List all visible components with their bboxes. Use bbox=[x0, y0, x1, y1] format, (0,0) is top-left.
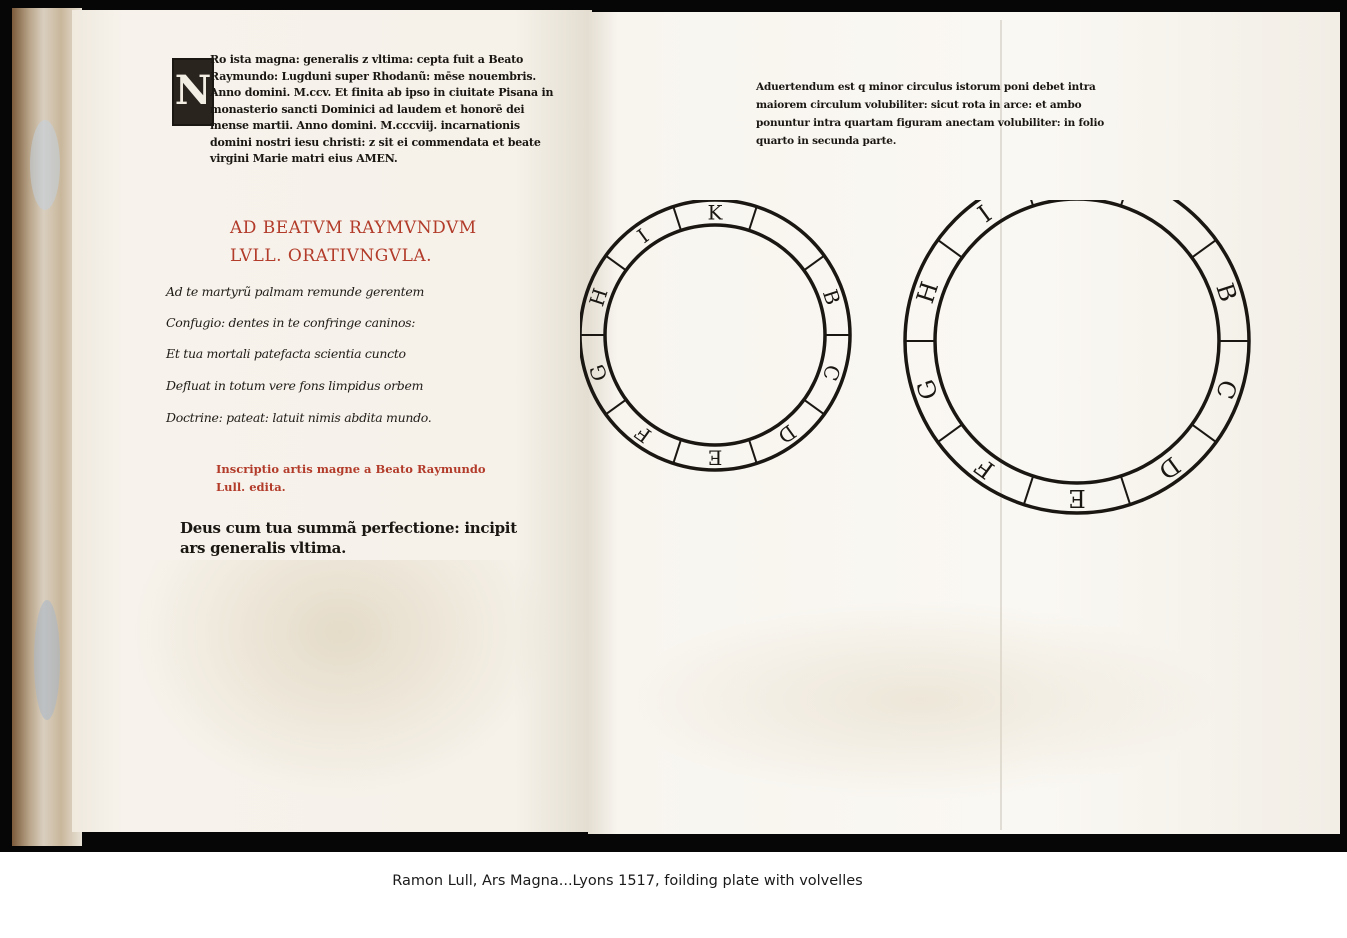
small-volvelle-divider bbox=[748, 206, 758, 231]
verse-line: Doctrine: pateat: latuit nimis abdita mu… bbox=[166, 410, 432, 425]
large-volvelle-divider bbox=[1030, 200, 1035, 207]
small-volvelle-letter: I bbox=[633, 224, 654, 248]
large-volvelle-divider bbox=[937, 423, 963, 443]
verse-line: Confugio: dentes in te confringe caninos… bbox=[166, 315, 416, 330]
large-volvelle-letter: C bbox=[1210, 376, 1242, 402]
small-volvelle-outer-circle bbox=[580, 200, 852, 472]
plate-fold-line bbox=[1000, 20, 1002, 830]
small-volvelle-divider bbox=[672, 439, 682, 464]
oration-title-line: LVLL. ORATIVNGVLA. bbox=[230, 246, 433, 266]
small-volvelle-letter: K bbox=[708, 201, 724, 225]
large-volvelle-divider bbox=[1191, 239, 1217, 259]
plate-instruction-note: Aduertendum est q minor circulus istorum… bbox=[756, 81, 1105, 147]
drop-cap-initial: N bbox=[172, 58, 214, 126]
large-volvelle-letter: B bbox=[1210, 280, 1242, 305]
incipit-rubric: Inscriptio artis magne a Beato Raymundo … bbox=[216, 462, 486, 494]
small-volvelle-inner-circle bbox=[603, 223, 827, 447]
small-volvelle-letter: H bbox=[584, 285, 612, 309]
large-volvelle-inner-circle bbox=[933, 200, 1221, 485]
small-volvelle-divider bbox=[605, 254, 627, 272]
small-volvelle-divider bbox=[803, 254, 825, 272]
verse-line: Defluat in totum vere fons limpidus orbe… bbox=[166, 378, 424, 393]
water-stain bbox=[620, 600, 1220, 800]
image-caption: Ramon Lull, Ars Magna...Lyons 1517, foil… bbox=[392, 873, 863, 889]
small-volvelle-divider bbox=[605, 398, 627, 416]
large-volvelle-divider bbox=[1191, 423, 1217, 443]
verse-line: Et tua mortali patefacta scientia cuncto bbox=[166, 346, 406, 361]
cover-stain bbox=[34, 600, 60, 720]
verse-line: Ad te martyrũ palmam remunde gerentem bbox=[166, 284, 425, 299]
large-volvelle-divider bbox=[1119, 475, 1132, 505]
oration-title: AD BEATVM RAYMVNDVM LVLL. ORATIVNGVLA. bbox=[230, 214, 530, 270]
small-volvelle-letter: C bbox=[818, 362, 846, 384]
large-volvelle-letter: I bbox=[973, 200, 997, 228]
large-volvelle-divider bbox=[1022, 475, 1035, 505]
large-volvelle-outer-circle bbox=[903, 200, 1251, 515]
large-volvelle-letter: G bbox=[911, 376, 944, 403]
small-volvelle-divider bbox=[748, 439, 758, 464]
small-volvelle-letter: G bbox=[585, 362, 613, 385]
small-volvelle-letter: E bbox=[708, 446, 723, 470]
water-stain bbox=[130, 560, 550, 800]
oration-title-line: AD BEATVM RAYMVNDVM bbox=[230, 218, 477, 238]
small-volvelle-letter: B bbox=[818, 286, 845, 307]
large-volvelle-divider bbox=[1119, 200, 1124, 207]
small-volvelle-divider bbox=[803, 398, 825, 416]
large-volvelle-divider bbox=[937, 239, 963, 259]
large-volvelle-letter: E bbox=[1068, 484, 1086, 512]
incipit-text: Deus cum tua summã perfectione: incipit … bbox=[180, 519, 517, 557]
small-volvelle-divider bbox=[672, 206, 682, 231]
colophon-text: Ro ista magna: generalis z vltima: cepta… bbox=[210, 53, 554, 165]
cover-stain bbox=[30, 120, 60, 210]
book-photograph: N Ro ista magna: generalis z vltima: cep… bbox=[0, 0, 1347, 852]
